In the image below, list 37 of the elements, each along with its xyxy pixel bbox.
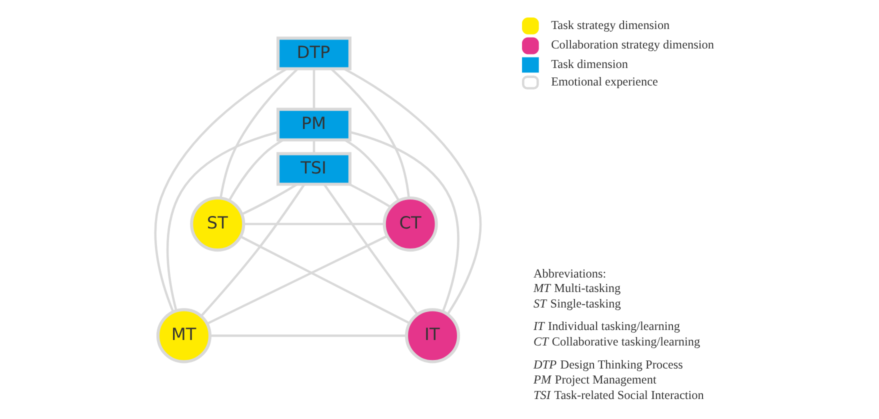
label: DTP Design Thinking Process	[533, 357, 683, 372]
connector	[244, 222, 384, 226]
node-circle: ST	[190, 196, 246, 252]
label: MT Multi-tasking	[533, 280, 621, 295]
connector	[323, 184, 418, 316]
connector	[210, 334, 406, 337]
node-circle: IT	[405, 308, 460, 364]
connector	[241, 183, 298, 216]
node-box: DTP	[276, 36, 352, 70]
label: Abbreviations:	[533, 266, 606, 280]
node-circle: MT	[156, 308, 212, 364]
connector	[200, 184, 306, 317]
connector	[228, 139, 284, 202]
legend-label: Emotional experience	[551, 74, 658, 88]
connector	[343, 68, 482, 315]
label: PM Project Management	[533, 372, 656, 387]
label: CT Collaborative tasking/learning	[533, 334, 700, 348]
legend-label: Task strategy dimension	[551, 18, 670, 32]
connector	[312, 69, 316, 110]
node-box: TSI	[276, 152, 352, 186]
connector	[154, 68, 288, 312]
connector	[330, 68, 410, 198]
connector	[312, 140, 316, 154]
legend-label: Collaboration strategy dimension	[551, 38, 714, 52]
node-circle: CT	[382, 196, 438, 252]
connector	[350, 131, 460, 312]
label: ST Single-tasking	[533, 296, 621, 310]
connector	[220, 68, 298, 198]
connector	[349, 183, 392, 208]
label: IT Individual tasking/learning	[533, 319, 680, 334]
connector	[206, 235, 388, 325]
label: TSI Task-related Social Interaction	[533, 388, 704, 402]
connector	[166, 131, 278, 312]
connector	[240, 236, 410, 324]
connector	[344, 139, 400, 202]
legend-label: Task dimension	[551, 56, 628, 71]
node-box: PM	[276, 108, 352, 142]
